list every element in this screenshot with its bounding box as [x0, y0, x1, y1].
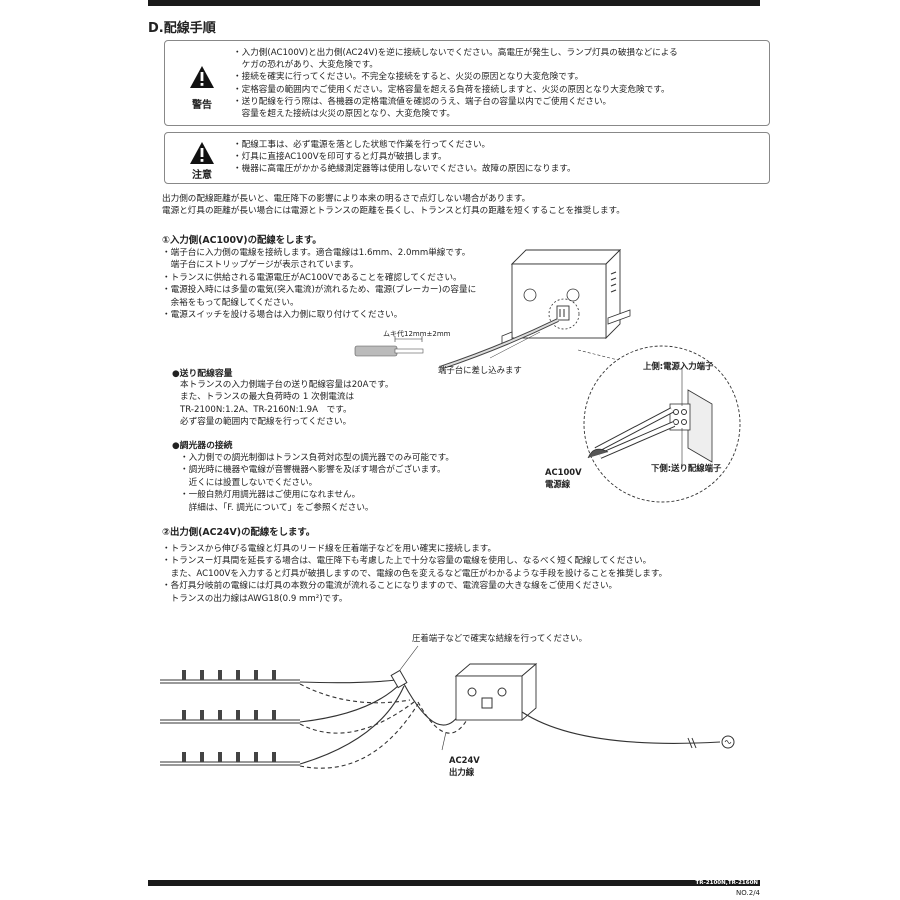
caution-label: 注意: [192, 170, 212, 181]
section2-line: また、AC100Vを入力すると灯具が破損しますので、電線の色を変えるなど電圧がわ…: [162, 568, 668, 579]
lower-terminal-label: 下側:送り配線端子: [651, 463, 722, 473]
dimmer-text: ・入力側での調光制御はトランス負荷対応型の調光器でのみ可能です。 ・調光時に機器…: [180, 452, 454, 514]
section2-line: トランスの出力線はAWG18(0.9 mm²)です。: [162, 593, 348, 604]
section1-line: 余裕をもって配線してください。: [162, 297, 299, 308]
section1-line: 端子台にストリップゲージが表示されています。: [162, 260, 359, 271]
section2-text: ・トランスから伸びる電線と灯具のリード線を圧着端子などを用い確実に接続します。 …: [162, 543, 667, 605]
wire-strip-illustration: [354, 336, 424, 357]
caution-text: ・配線工事は、必ず電源を落とした状態で作業を行ってください。 ・灯具に直接AC1…: [233, 139, 576, 176]
warning-line: 容量を超えた接続は火災の原因となり、大変危険です。: [233, 109, 455, 120]
warning-triangle-icon: [190, 66, 214, 88]
feed-title: ●送り配線容量: [172, 369, 233, 379]
section2-line: ・トランスから伸びる電線と灯具のリード線を圧着端子などを用い確実に接続します。: [162, 544, 497, 554]
warning-line: ・接続を確実に行ってください。不完全な接続をすると、火災の原因となり大変危険です…: [233, 72, 584, 83]
warning-label: 警告: [192, 100, 212, 111]
section2-line: ・トランスー灯具間を延長する場合は、電圧降下も考慮した上で十分な容量の電線を使用…: [162, 556, 652, 567]
warning-line: ・定格容量の範囲内でご使用ください。定格容量を超える負荷を接続しますと、火災の原…: [233, 84, 670, 95]
footer-model: TR-2100N,TR-2160N: [695, 880, 758, 886]
ac24v-output-label: AC24V 出力線: [449, 754, 480, 778]
section1-line: ・電源スイッチを設ける場合は入力側に取り付けてください。: [162, 310, 403, 321]
feed-line: 本トランスの入力側端子台の送り配線容量は20Aです。: [180, 380, 394, 390]
dimmer-line: 近くには設置しないでください。: [180, 477, 318, 488]
power-cable-label: 電源線: [545, 479, 571, 489]
ac100v-label: AC100V: [545, 467, 582, 477]
warning-line: ・送り配線を行う際は、各機器の定格電流値を確認のうえ、端子台の容量以内でご使用く…: [233, 96, 612, 107]
dimmer-line: ・調光時に機器や電線が音響機器へ影響を及ぼす場合がございます。: [180, 465, 446, 476]
transformer-input-diagram: [439, 248, 631, 370]
feed-line: また、トランスの最大負荷時の 1 次側電流は: [180, 392, 355, 403]
warning-line: ケガの恐れがあり、大変危険です。: [233, 60, 378, 71]
ac24v-label: AC24V: [449, 755, 480, 765]
dimmer-line: 詳細は、「F. 調光について」をご参照ください。: [180, 502, 374, 513]
section1-line: ・電源投入時には多量の電気(突入電流)が流れるため、電源(ブレーカー)の容量に: [162, 285, 477, 296]
caution-line: ・機器に高電圧がかかる絶縁測定器等は使用しないでください。故障の原因になります。: [233, 164, 576, 175]
section2-title: ②出力側(AC24V)の配線をします。: [162, 527, 316, 538]
feed-line: TR-2100N:1.2A、TR-2160N:1.9A です。: [180, 404, 352, 415]
feed-line: 必ず容量の範囲内で配線を行ってください。: [180, 417, 352, 428]
output-cable-label: 出力線: [449, 767, 475, 777]
footer-bar: [148, 880, 760, 886]
page-number: NO.2/4: [736, 889, 760, 897]
top-bar: [148, 0, 760, 6]
crimp-note: 圧着端子などで確実な結線を行ってください。: [412, 633, 588, 643]
caution-line: ・配線工事は、必ず電源を落とした状態で作業を行ってください。: [233, 140, 491, 150]
warning-box: 警告 ・入力側(AC100V)と出力側(AC24V)を逆に接続しないでください。…: [164, 40, 770, 126]
upper-terminal-label: 上側:電源入力端子: [643, 361, 714, 371]
caution-triangle-icon: [190, 142, 214, 164]
insert-terminal-label: 端子台に差し込みます: [438, 365, 522, 375]
ac100v-cable-label: AC100V 電源線: [545, 466, 582, 490]
dimmer-title: ●調光器の接続: [172, 441, 233, 451]
section1-title: ①入力側(AC100V)の配線をします。: [162, 235, 322, 246]
warning-line: ・入力側(AC100V)と出力側(AC24V)を逆に接続しないでください。高電圧…: [233, 48, 678, 58]
intro-line: 電源と灯具の距離が長い場合には電源とトランスの距離を長くし、トランスと灯具の距離…: [162, 206, 625, 217]
warning-text: ・入力側(AC100V)と出力側(AC24V)を逆に接続しないでください。高電圧…: [233, 47, 678, 120]
page-title: D.配線手順: [148, 21, 216, 36]
section1-line: ・トランスに供給される電源電圧がAC100Vであることを確認してください。: [162, 272, 462, 283]
terminal-detail-diagram: [578, 345, 741, 503]
caution-box: 注意 ・配線工事は、必ず電源を落とした状態で作業を行ってください。 ・灯具に直接…: [164, 132, 770, 184]
intro-line: 出力側の配線距離が長いと、電圧降下の影響により本来の明るさで点灯しない場合があり…: [162, 194, 531, 204]
feed-text: 本トランスの入力側端子台の送り配線容量は20Aです。 また、トランスの最大負荷時…: [180, 379, 393, 429]
intro-text: 出力側の配線距離が長いと、電圧降下の影響により本来の明るさで点灯しない場合があり…: [162, 193, 625, 218]
dimmer-line: ・一般白熱灯用調光器はご使用になれません。: [180, 490, 361, 501]
section2-line: ・各灯具分岐前の電線には灯具の本数分の電流が流れることになりますので、電流容量の…: [162, 581, 618, 592]
section1-text: ・端子台に入力側の電線を接続します。適合電線は1.6mm、2.0mm単線です。 …: [162, 247, 476, 321]
dimmer-line: ・入力側での調光制御はトランス負荷対応型の調光器でのみ可能です。: [180, 453, 454, 463]
section1-line: ・端子台に入力側の電線を接続します。適合電線は1.6mm、2.0mm単線です。: [162, 248, 471, 258]
strip-length-label: ムキ代12mm±2mm: [383, 330, 451, 338]
caution-line: ・灯具に直接AC100Vを印可すると灯具が破損します。: [233, 152, 447, 163]
output-wiring-diagram: [160, 645, 735, 769]
